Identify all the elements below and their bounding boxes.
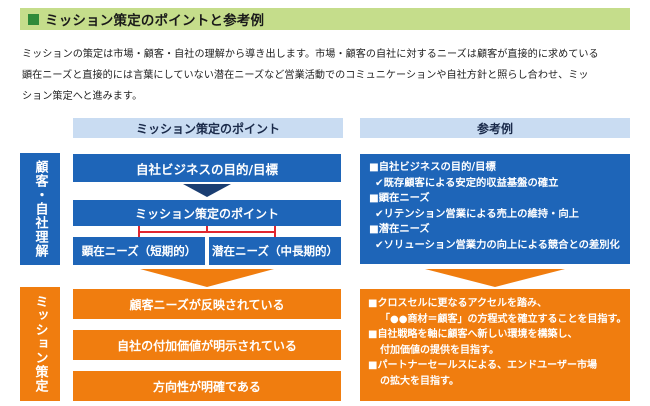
reference-heading: ■潜在ニーズ — [369, 223, 430, 235]
outcome-box: 顧客ニーズが反映されている — [73, 289, 341, 319]
reference-item-cont: 付加価値の提供を目指す。 — [380, 344, 499, 356]
explicit-needs-box: 顕在ニーズ（短期的） — [73, 237, 205, 265]
business-goal-box: 自社ビジネスの目的/目標 — [73, 154, 341, 182]
mission-point-box: ミッション策定のポイント — [73, 200, 341, 226]
intro-paragraph: ミッションの策定は市場・顧客・自社の理解から導き出します。市場・顧客の自社に対す… — [22, 44, 634, 107]
reference-heading: ■自社ビジネスの目的/目標 — [369, 161, 496, 173]
side-label-customer: 顧客・自社理解 — [20, 153, 60, 265]
reference-item: ■パートナーセールスによる、エンドユーザー市場 — [368, 360, 597, 371]
outcome-box: 方向性が明確である — [73, 371, 341, 401]
reference-item-cont: 「●●商材＝顧客」の方程式を確立することを目指す。 — [380, 313, 627, 325]
down-arrow-small — [183, 184, 231, 197]
reference-item: ■クロスセルに更なるアクセルを踏み、 — [368, 298, 547, 309]
reference-item: ■自社戦略を軸に顧客へ新しい環境を構築し、 — [368, 329, 578, 340]
reference-item-cont: の拡大を目指す。 — [380, 375, 459, 387]
intro-line: ション策定へと進みます。 — [22, 91, 143, 102]
reference-check-item: ✔ソリューション営業力の向上による競合との差別化 — [375, 238, 620, 251]
reference-column-header: 参考例 — [360, 118, 630, 138]
points-column-header: ミッション策定のポイント — [73, 118, 343, 138]
reference-panel-customer: ■自社ビジネスの目的/目標 ✔既存顧客による安定的収益基盤の確立 ■顕在ニーズ … — [360, 154, 630, 264]
intro-line: ミッションの策定は市場・顧客・自社の理解から導き出します。市場・顧客の自社に対す… — [22, 49, 599, 60]
reference-panel-mission: ■クロスセルに更なるアクセルを踏み、 「●●商材＝顧客」の方程式を確立することを… — [360, 289, 630, 401]
intro-line: 顕在ニーズと直接的には言葉にしていない潜在ニーズなど営業活動でのコミュニケーショ… — [22, 70, 589, 81]
section-heading: ミッション策定のポイントと参考例 — [20, 8, 630, 30]
outcome-box: 自社の付加価値が明示されている — [73, 330, 341, 360]
green-square-icon — [28, 13, 39, 25]
down-arrow-left — [140, 269, 274, 287]
side-label-mission: ミッション策定 — [20, 287, 60, 401]
section-title: ミッション策定のポイントと参考例 — [45, 13, 265, 29]
reference-heading: ■顕在ニーズ — [369, 192, 430, 204]
latent-needs-box: 潜在ニーズ（中長期的） — [209, 237, 341, 265]
reference-check-item: ✔リテンション営業による売上の維持・向上 — [375, 207, 579, 220]
reference-check-item: ✔既存顧客による安定的収益基盤の確立 — [375, 176, 559, 189]
down-arrow-right — [425, 269, 565, 287]
